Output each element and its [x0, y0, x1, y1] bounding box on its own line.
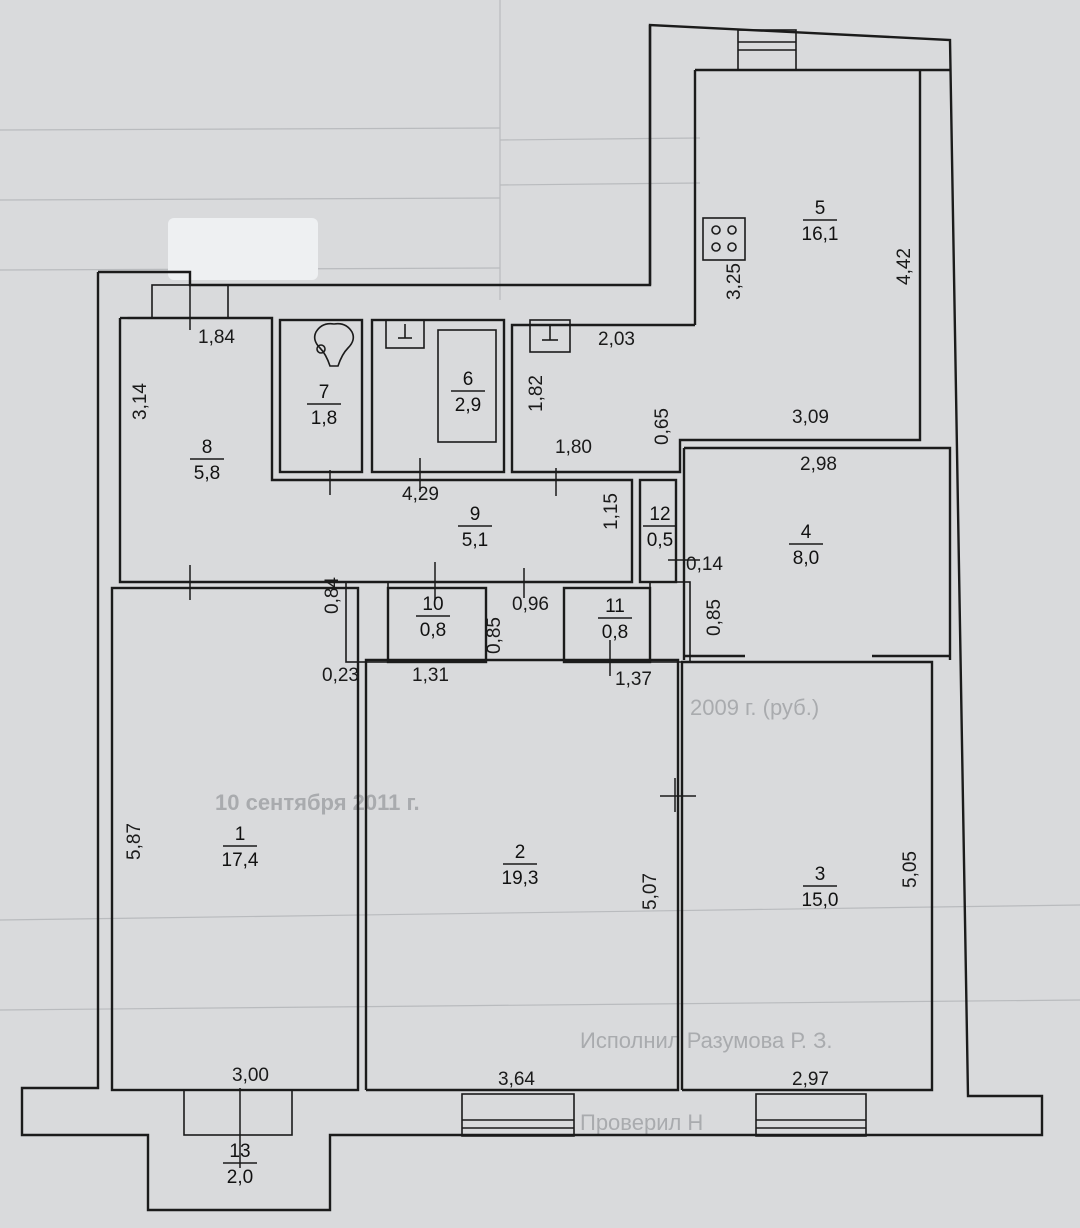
room-area: 17,4 [222, 850, 259, 871]
room-label-3: 315,0 [802, 864, 839, 911]
dimension-label: 1,80 [555, 437, 592, 458]
room-area: 1,8 [311, 408, 337, 429]
room-label-5: 516,1 [802, 198, 839, 245]
toilet-icon [313, 322, 355, 367]
room-area: 16,1 [802, 224, 839, 245]
dimension-label: 0,85 [484, 617, 505, 654]
dimension-label: 3,25 [724, 263, 745, 300]
outer-walls [20, 23, 1044, 1212]
room-area: 0,8 [602, 622, 628, 643]
dimension-label: 0,84 [322, 577, 343, 614]
dimension-label: 1,15 [601, 493, 622, 530]
room-label-11: 110,8 [598, 596, 632, 643]
room-number: 1 [235, 824, 246, 845]
dimension-label: 2,03 [598, 329, 635, 350]
dimension-label: 1,31 [412, 665, 449, 686]
dimension-label: 5,05 [900, 851, 921, 888]
room-label-7: 71,8 [307, 382, 341, 429]
room-number: 8 [202, 437, 213, 458]
room-number: 5 [815, 198, 826, 219]
dimension-label: 0,14 [686, 554, 723, 575]
dimension-label: 4,42 [894, 248, 915, 285]
room-label-8: 85,8 [190, 437, 224, 484]
room-number: 11 [605, 596, 625, 617]
room-label-9: 95,1 [458, 504, 492, 551]
room-number: 13 [229, 1141, 250, 1162]
room-number: 7 [319, 382, 330, 403]
inner-walls [110, 70, 952, 1168]
sink-icon-2 [529, 319, 571, 353]
dimension-label: 2,98 [800, 454, 837, 475]
room-area: 15,0 [802, 890, 839, 911]
dimension-label: 4,29 [402, 484, 439, 505]
dimension-label: 5,87 [124, 823, 145, 860]
room-number: 4 [801, 522, 812, 543]
room-label-1: 117,4 [222, 824, 259, 871]
room-area: 0,5 [647, 530, 673, 551]
dimension-label: 0,85 [704, 599, 725, 636]
room-area: 5,8 [194, 463, 220, 484]
dimension-label: 2,97 [792, 1069, 829, 1090]
room-number: 12 [649, 504, 670, 525]
room-number: 2 [515, 842, 526, 863]
dimension-label: 0,96 [512, 594, 549, 615]
room-area: 8,0 [793, 548, 819, 569]
room-number: 10 [422, 594, 443, 615]
room-number: 9 [470, 504, 481, 525]
dimension-label: 3,64 [498, 1069, 535, 1090]
room-area: 2,9 [455, 395, 481, 416]
dimension-label: 1,37 [615, 669, 652, 690]
room-area: 0,8 [420, 620, 446, 641]
redaction-patch [168, 218, 318, 280]
stove-icon [702, 217, 746, 261]
dimension-label: 0,23 [322, 665, 359, 686]
dimension-label: 1,84 [198, 327, 235, 348]
form-executor-text: Исполнил Разумова Р. З. [580, 1028, 833, 1053]
room-label-6: 62,9 [451, 369, 485, 416]
form-checked-text: Проверил Н [580, 1110, 703, 1135]
dimension-label: 5,07 [640, 873, 661, 910]
room-label-4: 48,0 [789, 522, 823, 569]
room-label-2: 219,3 [502, 842, 539, 889]
dimension-label: 1,82 [526, 375, 547, 412]
room-area: 2,0 [227, 1167, 253, 1188]
dimension-label: 3,09 [792, 407, 829, 428]
dimension-label: 3,00 [232, 1065, 269, 1086]
dimension-label: 3,14 [130, 383, 151, 420]
room-label-12: 120,5 [643, 504, 677, 551]
room-area: 19,3 [502, 868, 539, 889]
room-label-13: 132,0 [223, 1141, 257, 1188]
room-area: 5,1 [462, 530, 488, 551]
form-date-text: 10 сентября 2011 г. [215, 790, 420, 815]
fixtures [313, 217, 746, 367]
dimension-label: 0,65 [652, 408, 673, 445]
room-label-10: 100,8 [416, 594, 450, 641]
form-year-text: 2009 г. (руб.) [690, 695, 819, 720]
room-number: 3 [815, 864, 826, 885]
room-number: 6 [463, 369, 474, 390]
sink-icon [385, 319, 425, 349]
